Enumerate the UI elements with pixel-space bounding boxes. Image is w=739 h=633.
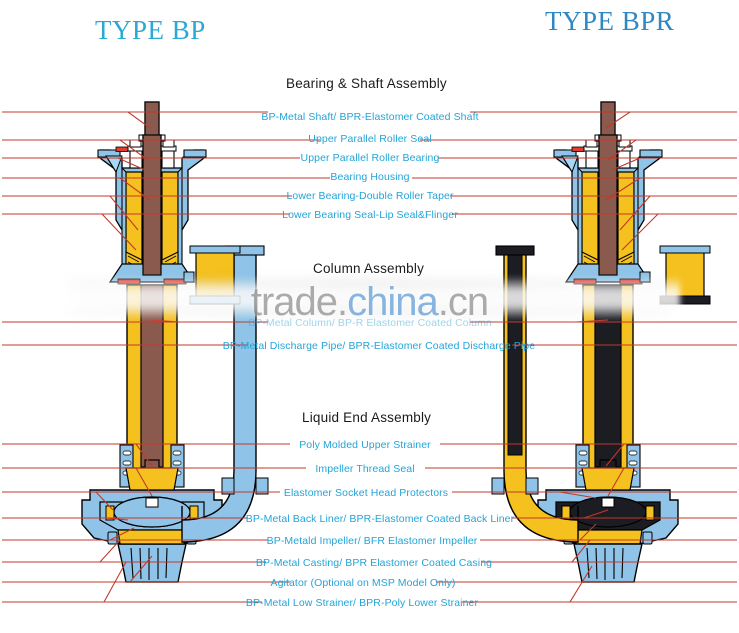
detail-block-right — [659, 245, 711, 305]
callout-discharge-pipe: BP-Metal Discharge Pipe/ BPR-Elastomer C… — [222, 340, 536, 352]
callout-shaft: BP-Metal Shaft/ BPR-Elastomer Coated Sha… — [261, 111, 479, 123]
callout-column-pipe: BP-Metal Column/ BP-R Elastomer Coated C… — [248, 317, 492, 329]
callout-casing: BP-Metal Casting/ BPR Elastomer Coated C… — [255, 557, 493, 569]
callout-agitator: Agitator (Optional on MSP Model Only) — [270, 577, 456, 589]
callout-upper-seal: Upper Parallel Roller Seal — [308, 133, 432, 145]
callout-lower-bearing: Lower Bearing-Double Roller Taper — [286, 190, 454, 202]
section-heading-bearing: Bearing & Shaft Assembly — [286, 76, 447, 91]
callout-impeller-seal: Impeller Thread Seal — [315, 463, 415, 475]
callout-low-strainer: BP-Metal Low Strainer/ BPR-Poly Lower St… — [245, 597, 479, 609]
callout-bearing-housing: Bearing Housing — [330, 171, 410, 183]
discharge-pipe-left — [181, 245, 269, 543]
callout-upper-strainer: Poly Molded Upper Strainer — [299, 439, 431, 451]
callout-impeller: BP-Metald Impeller/ BFR Elastomer Impell… — [266, 535, 478, 547]
callout-socket-protector: Elastomer Socket Head Protectors — [283, 487, 449, 499]
callout-lower-seal: Lower Bearing Seal-Lip Seal&Flinger — [282, 209, 458, 221]
type-title-left: TYPE BP — [95, 15, 206, 45]
type-title-right: TYPE BPR — [545, 6, 675, 36]
section-heading-liquid: Liquid End Assembly — [302, 410, 432, 425]
callout-upper-bearing: Upper Parallel Roller Bearing — [300, 152, 440, 164]
callout-back-liner: BP-Metal Back Liner/ BPR-Elastomer Coate… — [245, 513, 515, 525]
section-heading-column: Column Assembly — [313, 261, 425, 276]
detail-block-left — [189, 245, 241, 305]
